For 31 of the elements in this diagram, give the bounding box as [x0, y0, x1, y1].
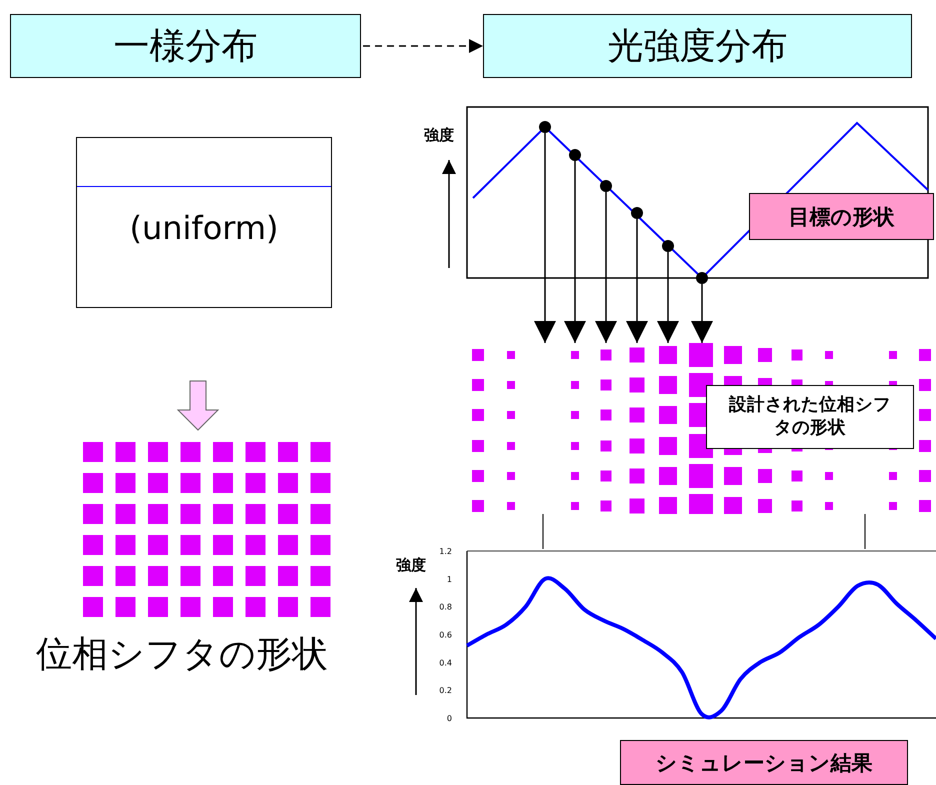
tick-label: 0.2 — [439, 686, 452, 696]
leader-line — [542, 514, 544, 550]
tick-label: 0.6 — [439, 630, 452, 640]
tick-label: 1 — [446, 574, 452, 584]
axis-label: 強度 — [396, 556, 426, 575]
data-point — [539, 121, 551, 133]
data-point — [631, 207, 643, 219]
arrow — [595, 192, 617, 343]
label-box: シミュレーション結果 — [620, 740, 908, 785]
data-point — [569, 149, 581, 161]
tick-label: 0 — [446, 714, 452, 723]
label-box: 目標の形状 — [749, 193, 934, 240]
arrow — [691, 284, 713, 343]
arrow — [626, 219, 648, 343]
arrow — [657, 252, 679, 343]
arrow — [534, 133, 556, 343]
data-point — [600, 180, 612, 192]
axis-label: 強度 — [424, 126, 454, 145]
tick-label: 1.2 — [439, 547, 452, 556]
tick-label: 0.8 — [439, 602, 452, 612]
arrow — [363, 39, 483, 53]
caption-text: 位相シフタの形状 — [36, 633, 328, 677]
arrow — [564, 161, 586, 343]
data-point — [696, 272, 708, 284]
title-box: 光強度分布 — [483, 14, 912, 78]
title-box: 一様分布 — [10, 14, 361, 78]
callout-box: 設計された位相シフタの形状 — [706, 385, 914, 449]
leader-line — [864, 514, 866, 550]
graph-box: (uniform) — [76, 137, 332, 308]
tick-label: 0.4 — [439, 658, 452, 668]
data-point — [662, 240, 674, 252]
